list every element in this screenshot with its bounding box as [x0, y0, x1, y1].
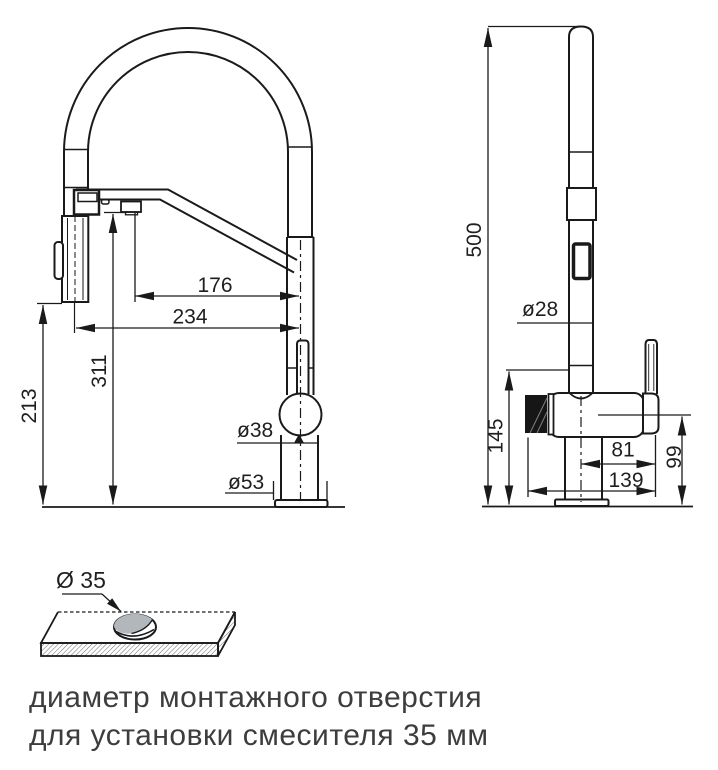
- dim-label-d38: ø38: [237, 419, 273, 442]
- side-body: [525, 339, 660, 507]
- dim-label-d28: ø28: [522, 298, 558, 321]
- front-view: [37, 27, 345, 508]
- caption: диаметр монтажного отверстия для установ…: [29, 679, 488, 755]
- spray-holder-block: [525, 395, 547, 433]
- base-flange-front: [274, 499, 329, 508]
- base-flange-side: [554, 498, 610, 507]
- spray-head: [53, 188, 101, 333]
- dim-label-176: 176: [197, 274, 232, 297]
- tube-window: [571, 242, 592, 281]
- dim-label-500: 500: [463, 222, 486, 257]
- counter-side-face: [217, 611, 236, 657]
- spray-button: [53, 241, 64, 280]
- spout-arm: [76, 188, 298, 274]
- caption-line-1: диаметр монтажного отверстия: [29, 681, 483, 714]
- side-view: [482, 25, 693, 508]
- dim-label-99: 99: [663, 445, 686, 468]
- dim-label-d53: ø53: [228, 471, 264, 494]
- hole-diameter-label: Ø 35: [56, 567, 106, 593]
- dim-label-234: 234: [172, 306, 207, 329]
- handle-stem-front: [296, 339, 310, 394]
- hose-arch: [63, 27, 313, 237]
- dim-label-213: 213: [18, 388, 41, 423]
- front-dimensions: [37, 211, 328, 505]
- dim-label-81: 81: [611, 439, 634, 462]
- mounting-hole-detail: [39, 593, 236, 657]
- dim-label-311: 311: [88, 354, 111, 387]
- side-tube: [566, 25, 597, 394]
- counter-front-face: [40, 642, 219, 657]
- handle-base: [642, 392, 660, 435]
- faucet-column: [274, 236, 329, 508]
- side-dimensions: [483, 25, 691, 505]
- handle-lever: [644, 339, 658, 394]
- dim-label-145: 145: [485, 418, 508, 453]
- caption-line-2: для установки смесителя 35 мм: [29, 719, 489, 752]
- dim-label-139: 139: [608, 469, 643, 492]
